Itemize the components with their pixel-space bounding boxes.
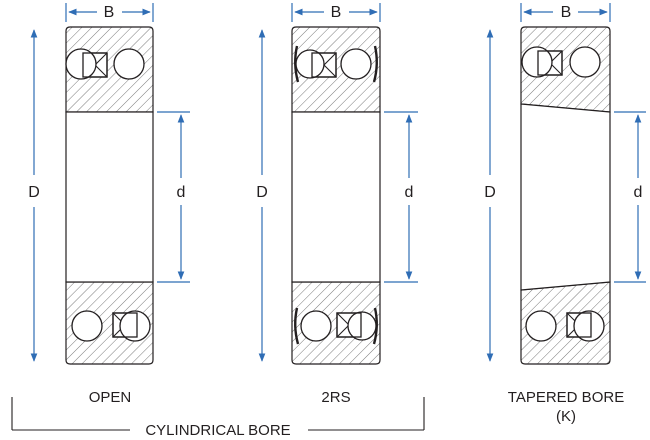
dimension-d-bore-open: d bbox=[157, 111, 190, 283]
bearing-open: B D d bbox=[28, 3, 190, 365]
seal-icon bbox=[294, 45, 300, 83]
dim-label-d: d bbox=[405, 184, 414, 201]
ball-icon bbox=[300, 310, 332, 342]
dim-label-D: D bbox=[484, 184, 496, 201]
dim-label-b: B bbox=[104, 4, 115, 21]
seal-icon bbox=[294, 307, 300, 345]
bearing-2rs: B D d bbox=[256, 3, 418, 365]
ball-icon bbox=[521, 46, 553, 78]
dimension-d-bore-tapered: d bbox=[614, 111, 646, 283]
dimension-b-open: B bbox=[65, 3, 154, 22]
ball-icon bbox=[569, 46, 601, 78]
dim-label-b: B bbox=[561, 4, 572, 21]
ball-icon bbox=[71, 310, 103, 342]
bearing-tapered: B D d bbox=[484, 3, 646, 365]
outer-race-section-bottom bbox=[520, 281, 611, 365]
dimension-b-tapered: B bbox=[520, 3, 611, 22]
caption-cylindrical-bore: CYLINDRICAL BORE bbox=[145, 422, 290, 439]
ball-icon bbox=[119, 310, 151, 342]
outer-race-section-bottom bbox=[65, 281, 154, 365]
rolling-elements-bottom bbox=[300, 310, 377, 342]
ball-icon bbox=[295, 49, 325, 79]
outer-race-section-bottom bbox=[291, 281, 381, 365]
caption-tapered-bore: TAPERED BORE bbox=[508, 389, 624, 406]
ball-icon bbox=[113, 48, 145, 80]
dimension-b-2rs: B bbox=[291, 3, 381, 22]
ball-icon bbox=[340, 48, 372, 80]
caption-2rs: 2RS bbox=[321, 389, 350, 406]
dim-label-d: d bbox=[177, 184, 186, 201]
dimension-d-bore-2rs: d bbox=[384, 111, 418, 283]
rolling-elements-bottom bbox=[71, 310, 151, 342]
ball-icon bbox=[347, 311, 377, 341]
rolling-elements-bottom bbox=[525, 310, 605, 342]
dim-label-D: D bbox=[256, 184, 268, 201]
bore-opening bbox=[65, 111, 154, 283]
caption-tapered-k: (K) bbox=[556, 408, 576, 425]
ball-icon bbox=[65, 48, 97, 80]
dim-label-d: d bbox=[634, 184, 643, 201]
ball-icon bbox=[525, 310, 557, 342]
seal-icon bbox=[372, 45, 378, 83]
seal-icon bbox=[372, 307, 378, 345]
dimension-d-outer-open: D bbox=[28, 29, 40, 362]
caption-open: OPEN bbox=[89, 389, 132, 406]
dimension-d-outer-tapered: D bbox=[484, 29, 496, 362]
rolling-elements-top bbox=[521, 46, 601, 78]
dim-label-D: D bbox=[28, 184, 40, 201]
bore-opening bbox=[520, 103, 611, 291]
cylindrical-bore-bracket: CYLINDRICAL BORE bbox=[11, 397, 425, 439]
dimension-d-outer-2rs: D bbox=[256, 29, 268, 362]
bore-opening bbox=[291, 111, 381, 283]
dim-label-b: B bbox=[331, 4, 342, 21]
rolling-elements-top bbox=[295, 48, 372, 80]
rolling-elements-top bbox=[65, 48, 145, 80]
ball-icon bbox=[573, 310, 605, 342]
